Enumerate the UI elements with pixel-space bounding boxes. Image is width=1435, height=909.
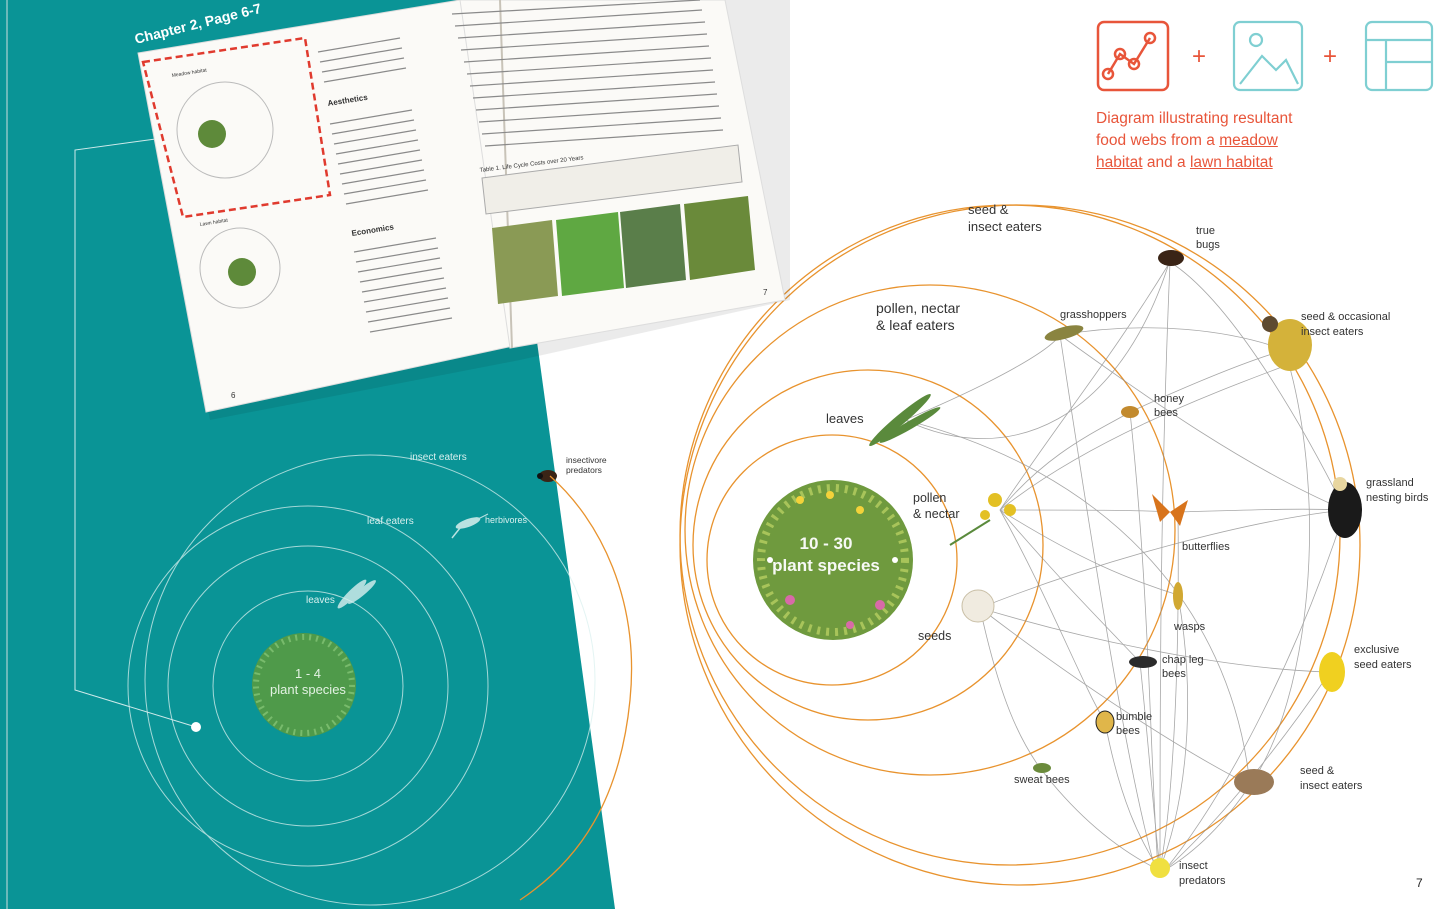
meadow-ring-label-pollen-nectar: pollen& nectar xyxy=(913,491,960,521)
photo-meadow xyxy=(620,204,686,288)
page-number-left: 6 xyxy=(231,391,236,400)
left-page-text xyxy=(317,37,453,333)
page-number: 7 xyxy=(1416,876,1423,890)
figure-label-lawn: Lawn habitat xyxy=(199,218,229,228)
sparrow-icon xyxy=(1234,769,1274,795)
wasp-icon xyxy=(1173,582,1183,610)
lawn-grass-photo-texture xyxy=(253,634,355,736)
lawn-ring-label-insect-eaters: insect eaters xyxy=(410,452,467,463)
lawn-habitat-link[interactable]: lawn habitat xyxy=(1189,154,1273,171)
photo-lawn-1 xyxy=(492,220,558,304)
lawn-ring-label-leaf-eaters: leaf eaters xyxy=(367,516,414,527)
sweat-bee-icon xyxy=(1033,763,1051,773)
meadow-ring-label-leaves: leaves xyxy=(826,411,864,426)
lawn-ring-outer xyxy=(127,505,489,867)
meadow-habitat-link[interactable]: meadow habitat xyxy=(1096,132,1278,171)
lawn-ring-middle xyxy=(167,545,449,827)
leader-line xyxy=(74,134,197,728)
connector-curve xyxy=(519,475,633,901)
crab-spider-icon xyxy=(1150,858,1170,878)
lawn-ring-label-leaves: leaves xyxy=(306,595,335,606)
thistle-seed-icon xyxy=(961,589,995,623)
book-spread: Meadow habitat Lawn habitat Aesthetics E… xyxy=(137,0,790,420)
chap-leg-bee-icon xyxy=(1129,656,1157,668)
leaves-icon xyxy=(869,394,941,446)
meadow-ring-label-seeds: seeds xyxy=(918,629,951,643)
meadow-ring-5 xyxy=(679,204,1361,886)
table-block xyxy=(481,144,743,215)
meadow-food-web-links xyxy=(904,259,1346,871)
node-wasps: wasps xyxy=(1173,621,1206,633)
goldfinch-icon xyxy=(1319,652,1345,692)
meadowlark-icon xyxy=(1262,316,1312,371)
photo-lawn-2 xyxy=(556,212,624,296)
plus-sign-2: + xyxy=(1323,43,1337,70)
butterfly-icon xyxy=(1152,494,1188,526)
node-grasshoppers: grasshoppers xyxy=(1060,309,1127,321)
lawn-food-web xyxy=(127,454,596,906)
lawn-node-herbivores: herbivores xyxy=(485,515,528,525)
meadow-ring-2 xyxy=(692,369,1044,721)
node-seed-insect-eaters: seed &insect eaters xyxy=(1300,765,1363,792)
plus-sign-1: + xyxy=(1192,43,1206,70)
meadow-ring-label-seed-insect-eaters: seed &insect eaters xyxy=(968,202,1042,234)
figure-caption: Diagram illustrating resultant food webs… xyxy=(1096,108,1316,174)
lawn-ring-inner xyxy=(212,590,404,782)
lawn-leaves-icon xyxy=(337,579,376,609)
bumble-bee-icon xyxy=(1095,710,1115,734)
meadow-ring-1 xyxy=(706,434,958,686)
meadow-ring-3 xyxy=(684,284,1176,776)
figure-label-meadow: Meadow habitat xyxy=(171,67,207,79)
node-butterflies: butterflies xyxy=(1182,541,1230,553)
bobolink-icon xyxy=(1328,477,1362,538)
image-icon xyxy=(1232,20,1304,92)
honey-bee-icon xyxy=(1121,406,1139,418)
node-sweat-bees: sweat bees xyxy=(1014,774,1070,786)
grasshopper-icon xyxy=(451,513,489,539)
leader-dot xyxy=(191,722,201,732)
caption-text: Diagram illustrating resultant food webs… xyxy=(1096,110,1293,149)
right-page-text xyxy=(451,0,724,147)
page-number-right: 7 xyxy=(763,288,768,297)
book-left-page xyxy=(137,0,514,413)
beetle-true-bug-icon xyxy=(1158,250,1184,266)
lawn-ring-outermost xyxy=(144,454,596,906)
figure-highlight-box xyxy=(141,36,332,219)
grasshopper-meadow-icon xyxy=(1044,325,1084,341)
meadow-flowers-dots xyxy=(767,491,898,629)
lawn-grass-photo xyxy=(252,633,356,737)
meadow-ring-label-pollen-nectar-leaf-eaters: pollen, nectar& leaf eaters xyxy=(876,300,960,333)
meadow-food-web-rings xyxy=(679,204,1361,886)
layout-icon xyxy=(1364,20,1434,92)
goldenrod-icon xyxy=(949,493,1016,546)
photo-butterfly xyxy=(684,196,755,280)
caption-and: and a xyxy=(1142,154,1190,171)
network-graph-icon xyxy=(1096,20,1170,92)
meadow-photo-texture xyxy=(757,484,909,636)
